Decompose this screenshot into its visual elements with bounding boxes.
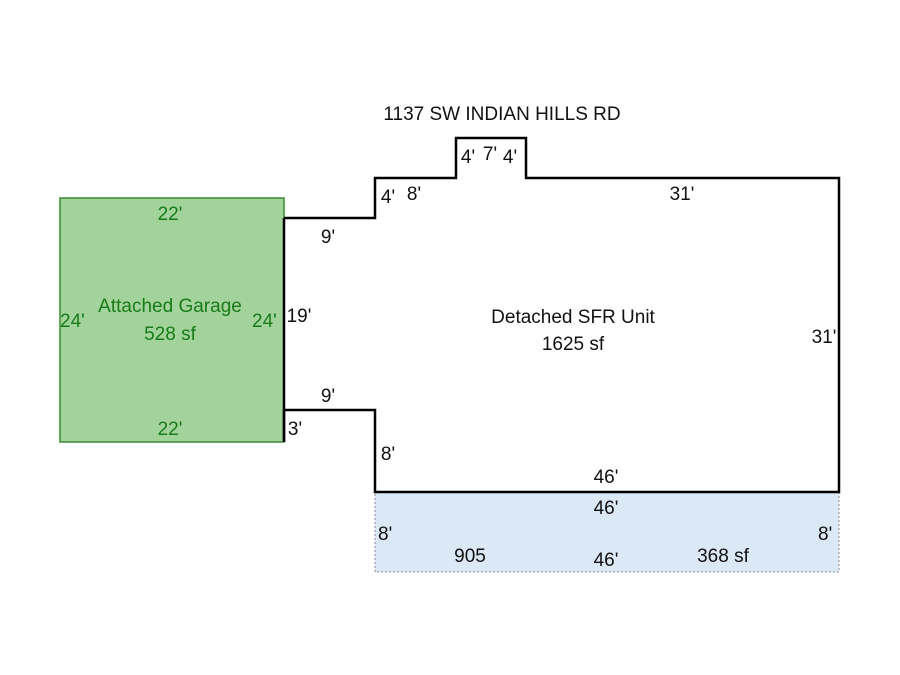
main-house-outline xyxy=(282,136,841,494)
main-name-label: Detached SFR Unit xyxy=(491,307,655,328)
patio-area xyxy=(374,491,840,573)
garage-top-dimension: 22' xyxy=(158,204,183,225)
upper-run-dimension: 8' xyxy=(407,184,421,205)
bump-right-dimension: 4' xyxy=(503,147,517,168)
lower-step-small-dimension: 3' xyxy=(288,419,302,440)
attached-garage-area xyxy=(59,197,285,443)
lower-step-dimension: 8' xyxy=(381,444,395,465)
garage-area-label: 528 sf xyxy=(144,324,196,345)
top-right-dimension: 31' xyxy=(670,184,695,205)
patio-bottom-dimension: 46' xyxy=(594,550,619,571)
garage-left-dimension: 24' xyxy=(60,311,85,332)
main-area-label: 1625 sf xyxy=(542,334,605,355)
left-wall-dimension: 19' xyxy=(287,306,312,327)
right-wall-dimension: 31' xyxy=(812,327,837,348)
patio-top-dimension: 46' xyxy=(594,498,619,519)
bump-top-dimension: 7' xyxy=(483,144,497,165)
upper-left-run-dimension: 9' xyxy=(321,227,335,248)
upper-step-dimension: 4' xyxy=(381,187,395,208)
patio-left-dimension: 8' xyxy=(378,524,392,545)
garage-name-label: Attached Garage xyxy=(98,296,242,317)
garage-right-dimension: 24' xyxy=(252,311,277,332)
patio-code-label: 905 xyxy=(454,546,486,567)
bottom-dimension: 46' xyxy=(594,467,619,488)
garage-bottom-dimension: 22' xyxy=(158,419,183,440)
patio-right-dimension: 8' xyxy=(818,524,832,545)
bump-left-dimension: 4' xyxy=(461,147,475,168)
patio-area-label: 368 sf xyxy=(697,546,749,567)
lower-left-run-dimension: 9' xyxy=(321,386,335,407)
address-title: 1137 SW INDIAN HILLS RD xyxy=(383,104,620,125)
